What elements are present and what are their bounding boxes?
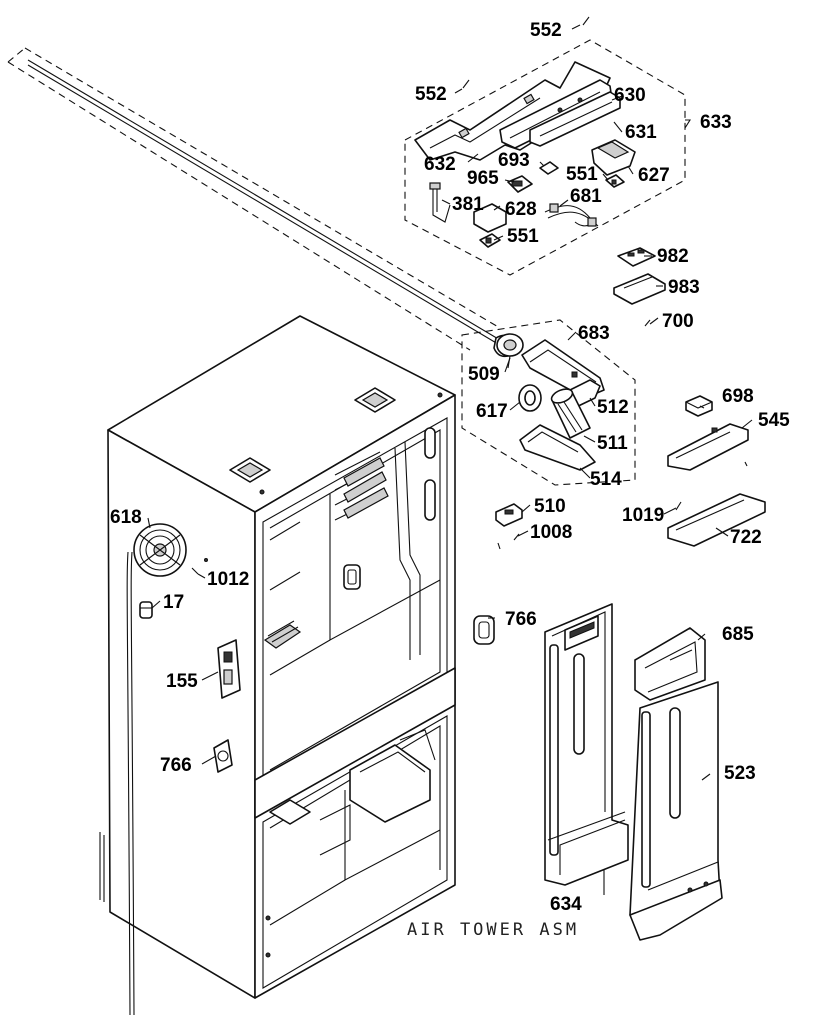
callout-627: 627 xyxy=(638,165,670,186)
callout-766b: 766 xyxy=(160,755,192,776)
callout-618: 618 xyxy=(110,507,142,528)
callout-766a: 766 xyxy=(505,609,537,630)
callout-983: 983 xyxy=(668,277,700,298)
callout-698: 698 xyxy=(722,386,754,407)
control-box-155 xyxy=(217,639,241,699)
tray-722 xyxy=(667,493,766,547)
display-982 xyxy=(617,247,656,267)
callout-630: 630 xyxy=(614,85,646,106)
screw-700 xyxy=(644,319,651,327)
screw-1008b xyxy=(513,533,520,541)
bracket-510 xyxy=(495,503,523,527)
sensor-381 xyxy=(429,182,451,223)
fitting-17 xyxy=(139,601,153,619)
tower-back-523 xyxy=(629,681,723,941)
callout-685: 685 xyxy=(722,624,754,645)
motor-509 xyxy=(496,333,524,369)
callout-700: 700 xyxy=(662,311,694,332)
callout-634: 634 xyxy=(550,894,582,915)
callout-683: 683 xyxy=(578,323,610,344)
screw-1012 xyxy=(191,567,199,575)
callout-681: 681 xyxy=(570,186,602,207)
ring-617 xyxy=(518,384,542,412)
callout-632: 632 xyxy=(424,154,456,175)
bushing-766-cabinet xyxy=(213,739,233,773)
callout-722: 722 xyxy=(730,527,762,548)
bracket-627 xyxy=(591,139,636,176)
cover-628 xyxy=(473,203,507,233)
callout-510: 510 xyxy=(534,496,566,517)
callout-1019: 1019 xyxy=(622,505,664,526)
callout-labels: 552 552 630 633 631 632 693 551 627 965 … xyxy=(110,20,790,915)
callout-693: 693 xyxy=(498,150,530,171)
clip-551-lower xyxy=(479,233,501,248)
callout-523: 523 xyxy=(724,763,756,784)
tray-545 xyxy=(667,423,749,471)
tower-cover-685 xyxy=(634,627,706,701)
callout-17: 17 xyxy=(163,592,184,613)
assembly-caption: AIR TOWER ASM xyxy=(407,920,579,940)
callout-1008: 1008 xyxy=(530,522,572,543)
callout-965: 965 xyxy=(467,168,499,189)
callout-551b: 551 xyxy=(507,226,539,247)
callout-552b: 552 xyxy=(415,84,447,105)
connector-965 xyxy=(507,175,533,193)
clip-551-upper xyxy=(605,174,625,188)
gasket-693 xyxy=(539,161,559,175)
screw-552-left xyxy=(454,79,470,94)
callout-982: 982 xyxy=(657,246,689,267)
air-tower-634 xyxy=(544,603,629,886)
refrigerator-cabinet xyxy=(99,315,456,999)
screw-1019 xyxy=(675,501,682,511)
middle-assembly-boundary xyxy=(461,319,636,486)
callout-381: 381 xyxy=(452,194,484,215)
callout-631: 631 xyxy=(625,122,657,143)
leader-lines xyxy=(147,95,753,895)
harness-681 xyxy=(544,203,599,227)
cover-514 xyxy=(519,424,596,471)
bushing-766-loose xyxy=(473,615,495,645)
callout-512: 512 xyxy=(597,397,629,418)
callout-511: 511 xyxy=(597,433,628,454)
housing-632 xyxy=(414,61,611,161)
callout-628: 628 xyxy=(505,199,537,220)
callout-545: 545 xyxy=(758,410,790,431)
housing-983 xyxy=(613,273,666,305)
callout-633: 633 xyxy=(700,112,732,133)
upper-assembly-boundary xyxy=(404,39,686,276)
callout-617: 617 xyxy=(476,401,508,422)
callout-1012: 1012 xyxy=(207,569,249,590)
callout-551a: 551 xyxy=(566,164,598,185)
part-698 xyxy=(685,395,713,417)
fan-511 xyxy=(550,388,591,439)
condenser-fan-618 xyxy=(126,523,187,1016)
screw-552-top xyxy=(571,16,590,30)
callout-155: 155 xyxy=(166,671,198,692)
callout-509: 509 xyxy=(468,364,500,385)
panel-631 xyxy=(529,91,621,147)
screw-1008a xyxy=(497,542,501,550)
screw-545 xyxy=(744,461,748,467)
callout-552a: 552 xyxy=(530,20,562,41)
callout-514: 514 xyxy=(590,469,622,490)
